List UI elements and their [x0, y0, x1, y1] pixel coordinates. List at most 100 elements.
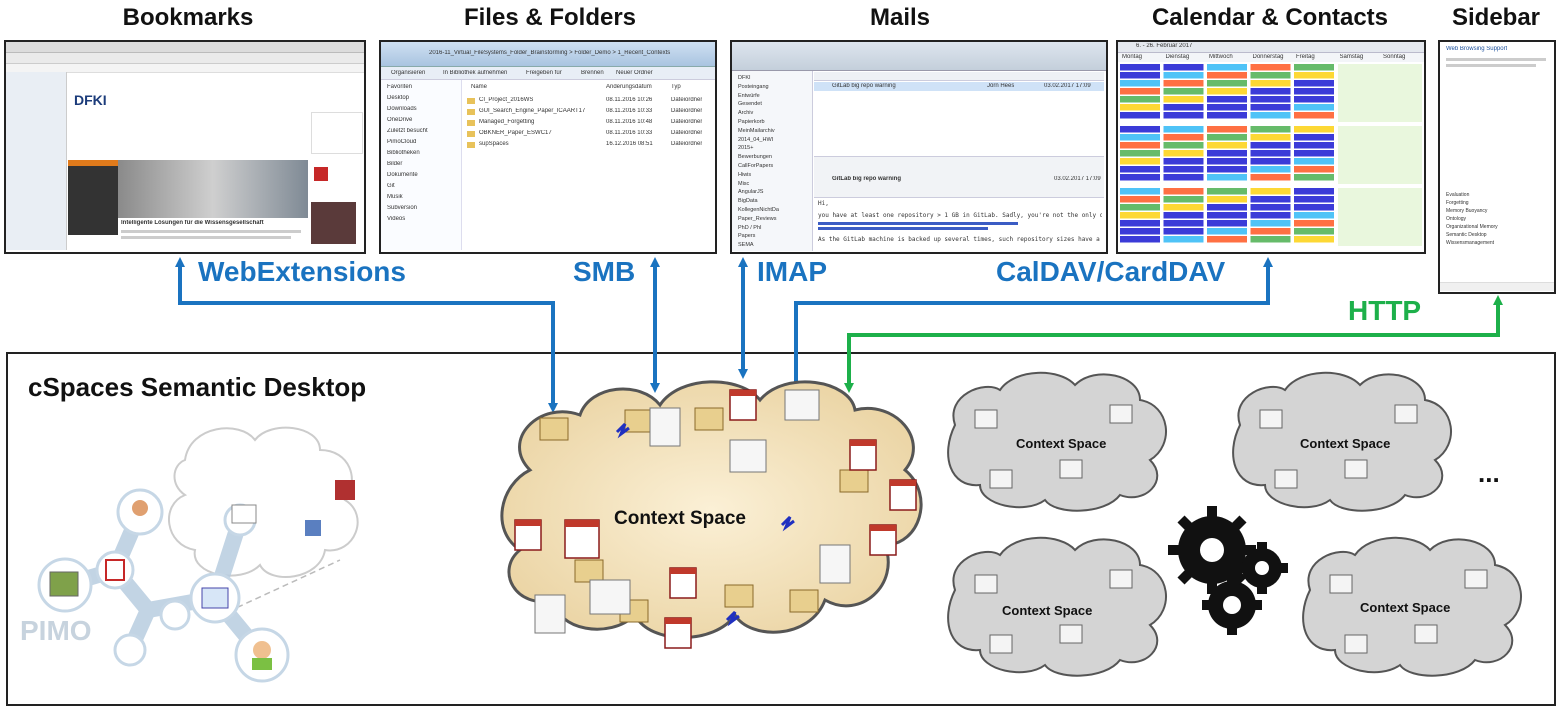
explorer-nav-item[interactable]: Git — [387, 183, 395, 189]
context-space-label-1: Context Space — [1016, 436, 1107, 451]
mail-folder[interactable]: SEMA — [738, 242, 754, 249]
calendar-weekend — [1338, 64, 1422, 122]
calendar-event — [1207, 64, 1247, 71]
column-name[interactable]: Name — [471, 84, 488, 90]
calendar-event — [1250, 188, 1291, 195]
explorer-nav-item[interactable]: Subversion — [387, 205, 418, 211]
explorer-nav-item[interactable]: Bibliotheken — [387, 150, 420, 156]
calendar-event — [1163, 204, 1204, 211]
mail-folder[interactable]: Misc — [738, 180, 750, 187]
calendar-event — [1163, 196, 1204, 203]
explorer-toolbar-1[interactable]: Organisieren — [391, 70, 426, 76]
calendar-event — [1207, 236, 1247, 243]
calendar-event — [1250, 236, 1291, 243]
calendar-event — [1120, 204, 1160, 211]
sidebar-topic[interactable]: Evaluation — [1446, 192, 1470, 198]
mail-folder[interactable]: 2014_04_HWI — [738, 136, 774, 143]
pimo-graph — [37, 426, 359, 683]
calendar-event — [1294, 142, 1334, 149]
file-date: 16.12.2016 08:51 — [606, 141, 653, 147]
sidebar-topic[interactable]: Wissensmanagement — [1446, 240, 1495, 246]
mail-folder[interactable]: Papierkorb — [738, 118, 765, 125]
mail-folder[interactable]: PhD / PhI — [738, 224, 762, 231]
explorer-nav-item[interactable]: Desktop — [387, 95, 410, 101]
calendar-day-header: Mittwoch — [1209, 54, 1233, 60]
mail-folder[interactable]: Gesendet — [738, 101, 762, 108]
mail-folder[interactable]: DFKI — [738, 75, 751, 81]
mail-folder[interactable]: Posteingang — [738, 83, 769, 90]
calendar-event — [1120, 158, 1160, 165]
calendar-event — [1120, 142, 1160, 149]
mail-folder[interactable]: MeinMailarchiv — [738, 127, 775, 134]
mail-folder[interactable]: Bewerbungen — [738, 154, 772, 161]
sidebar-topic[interactable]: Semantic Desktop — [1446, 232, 1487, 238]
mail-folder[interactable]: Papers — [738, 233, 756, 240]
calendar-event — [1250, 174, 1291, 181]
mail-folder[interactable]: Hiwis — [738, 171, 752, 178]
calendar-event — [1207, 188, 1247, 195]
sidebar-topic[interactable]: Ontology — [1446, 216, 1467, 222]
more-spaces-ellipsis: ... — [1478, 458, 1500, 488]
explorer-toolbar-5[interactable]: Neuer Ordner — [616, 70, 653, 76]
calendar-event — [1207, 88, 1247, 95]
calendar-event — [1207, 72, 1247, 79]
explorer-toolbar-3[interactable]: Freigeben für — [526, 70, 562, 76]
calendar-event — [1207, 134, 1247, 141]
calendar-event — [1250, 158, 1291, 165]
explorer-toolbar-4[interactable]: Brennen — [581, 70, 604, 76]
mail-folder[interactable]: AngularJS — [738, 189, 764, 196]
calendar-day-header: Samstag — [1339, 54, 1364, 60]
explorer-nav-item[interactable]: Zuletzt besucht — [387, 128, 428, 134]
explorer-toolbar-2[interactable]: In Bibliothek aufnehmen — [443, 70, 508, 76]
protocol-caldav: CalDAV/CardDAV — [996, 256, 1226, 287]
calendar-event — [1294, 220, 1334, 227]
explorer-nav-item[interactable]: Downloads — [387, 106, 417, 112]
mail-list-subject[interactable]: GitLab big repo warning — [832, 83, 896, 89]
folder-icon — [467, 131, 475, 137]
calendar-event — [1120, 188, 1160, 195]
calendar-event — [1294, 228, 1334, 235]
sidebar-topic[interactable]: Organizational Memory — [1446, 224, 1498, 230]
mail-greeting: Hi, — [818, 200, 829, 207]
explorer-nav-item[interactable]: OneDrive — [387, 117, 413, 123]
column-date[interactable]: Änderungsdatum — [606, 84, 652, 90]
calendar-event — [1207, 112, 1247, 119]
column-type[interactable]: Typ — [671, 84, 681, 90]
calendar-event — [1250, 134, 1291, 141]
calendar-event — [1250, 72, 1291, 79]
calendar-event — [1294, 126, 1334, 133]
calendar-weekend — [1338, 126, 1422, 184]
calendar-event — [1294, 236, 1334, 243]
header-mails: Mails — [869, 4, 931, 31]
mail-folder[interactable]: Entwürfe — [738, 92, 760, 99]
calendar-event — [1163, 134, 1204, 141]
mail-folder[interactable]: Paper_Reviews — [738, 215, 777, 222]
mail-folder[interactable]: BigData — [738, 198, 758, 205]
explorer-nav-item[interactable]: Dokumente — [387, 172, 418, 178]
calendar-weekend — [1338, 188, 1422, 246]
explorer-nav-item[interactable]: Bilder — [387, 161, 403, 167]
mail-folder[interactable]: Archiv — [738, 110, 754, 117]
sidebar-topic[interactable]: Forgetting — [1446, 200, 1469, 206]
file-date: 08.11.2016 10:33 — [606, 130, 653, 136]
mail-folder[interactable]: CallForPapers — [738, 162, 774, 169]
file-date: 08.11.2016 10:48 — [606, 119, 653, 125]
calendar-event — [1163, 174, 1204, 181]
mail-folder[interactable]: 2015+ — [738, 145, 754, 152]
explorer-nav-item[interactable]: Favoriten — [387, 84, 413, 90]
calendar-event — [1250, 126, 1291, 133]
sidebar-topic[interactable]: Memory Buoyancy — [1446, 208, 1488, 214]
mail-folder[interactable]: KollegenNichtDa — [738, 206, 779, 213]
explorer-nav-item[interactable]: Musik — [387, 194, 403, 200]
calendar-event — [1207, 96, 1247, 103]
calendar-event — [1294, 134, 1334, 141]
explorer-nav-item[interactable]: PimoCloud — [387, 139, 417, 145]
explorer-nav-item[interactable]: Videos — [387, 216, 406, 222]
